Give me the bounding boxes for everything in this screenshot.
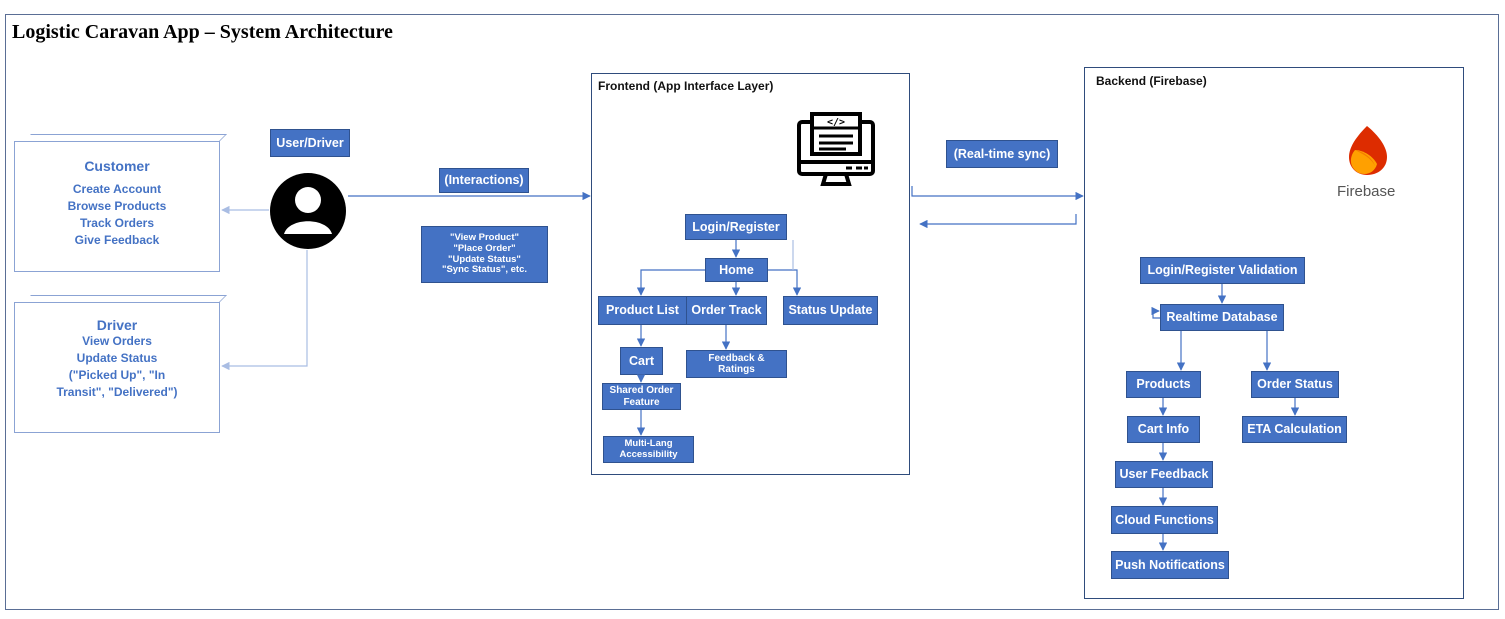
driver-card: Driver View Orders Update Status ("Picke…	[14, 295, 227, 433]
interaction-example: "Update Status"	[448, 253, 521, 265]
driver-title: Driver	[96, 317, 138, 333]
sync-label: (Real-time sync)	[946, 140, 1058, 168]
customer-line: Give Feedback	[74, 233, 160, 247]
db-self-loop-arrow	[1151, 306, 1160, 319]
driver-line: View Orders	[82, 334, 152, 348]
frontend-to-backend-arrow	[911, 186, 1084, 201]
be-products: Products	[1126, 371, 1201, 398]
be-push-notifications: Push Notifications	[1111, 551, 1229, 579]
user-driver-label: User/Driver	[270, 129, 350, 157]
fe-multilang-line: Accessibility	[619, 448, 678, 460]
driver-line: Transit", "Delivered")	[56, 385, 178, 399]
code-monitor-icon: </>	[797, 112, 875, 186]
fe-home: Home	[705, 258, 768, 282]
customer-line: Create Account	[72, 182, 162, 196]
fe-login-register: Login/Register	[685, 214, 787, 240]
avatar-to-driver-line	[221, 250, 308, 371]
fe-shared-order-line: Feature	[623, 396, 660, 408]
fe-feedback-line: Feedback &	[708, 352, 765, 364]
customer-card: Customer Create Account Browse Products …	[14, 134, 227, 272]
interactions-label: (Interactions)	[439, 168, 529, 193]
firebase-logo-text: Firebase	[1337, 183, 1396, 200]
driver-line: ("Picked Up", "In	[68, 368, 166, 382]
be-eta-calculation: ETA Calculation	[1242, 416, 1347, 443]
fe-cart: Cart	[620, 347, 663, 375]
be-validation: Login/Register Validation	[1140, 257, 1305, 284]
fe-feedback-line: Ratings	[718, 364, 755, 375]
diagram-frame	[5, 14, 1499, 610]
fe-shared-order: Shared Order Feature	[602, 383, 681, 410]
firebase-flame-icon	[1349, 126, 1387, 175]
frontend-label: Frontend (App Interface Layer)	[598, 79, 774, 93]
customer-line: Browse Products	[67, 199, 167, 213]
be-realtime-db: Realtime Database	[1160, 304, 1284, 331]
customer-line: Track Orders	[79, 216, 155, 230]
user-avatar-icon	[270, 173, 346, 249]
fe-status-update: Status Update	[783, 296, 878, 325]
fe-order-track: Order Track	[686, 296, 767, 325]
diagram-title: Logistic Caravan App – System Architectu…	[12, 21, 393, 43]
customer-title: Customer	[84, 158, 150, 174]
interactions-examples: "View Product" "Place Order" "Update Sta…	[421, 226, 548, 283]
interaction-example: "Place Order"	[453, 242, 516, 254]
fe-multilang: Multi-Lang Accessibility	[603, 436, 694, 463]
fe-product-list: Product List	[598, 296, 687, 325]
fe-shared-order-line: Shared Order	[609, 385, 674, 396]
be-cart-info: Cart Info	[1127, 416, 1200, 443]
home-to-productlist-arrow	[636, 269, 705, 296]
interaction-example: "View Product"	[449, 231, 519, 243]
interaction-example: "Sync Status", etc.	[441, 264, 528, 276]
be-order-status: Order Status	[1251, 371, 1339, 398]
driver-line: Update Status	[76, 351, 158, 365]
svg-text:</>: </>	[827, 117, 845, 128]
be-cloud-functions: Cloud Functions	[1111, 506, 1218, 534]
fe-multilang-line: Multi-Lang	[624, 437, 673, 449]
fe-feedback-ratings: Feedback & Ratings	[686, 350, 787, 378]
be-user-feedback: User Feedback	[1115, 461, 1213, 488]
home-to-statusupdate-arrow	[768, 269, 802, 296]
backend-to-frontend-arrow	[919, 214, 1077, 229]
backend-label: Backend (Firebase)	[1096, 74, 1207, 88]
